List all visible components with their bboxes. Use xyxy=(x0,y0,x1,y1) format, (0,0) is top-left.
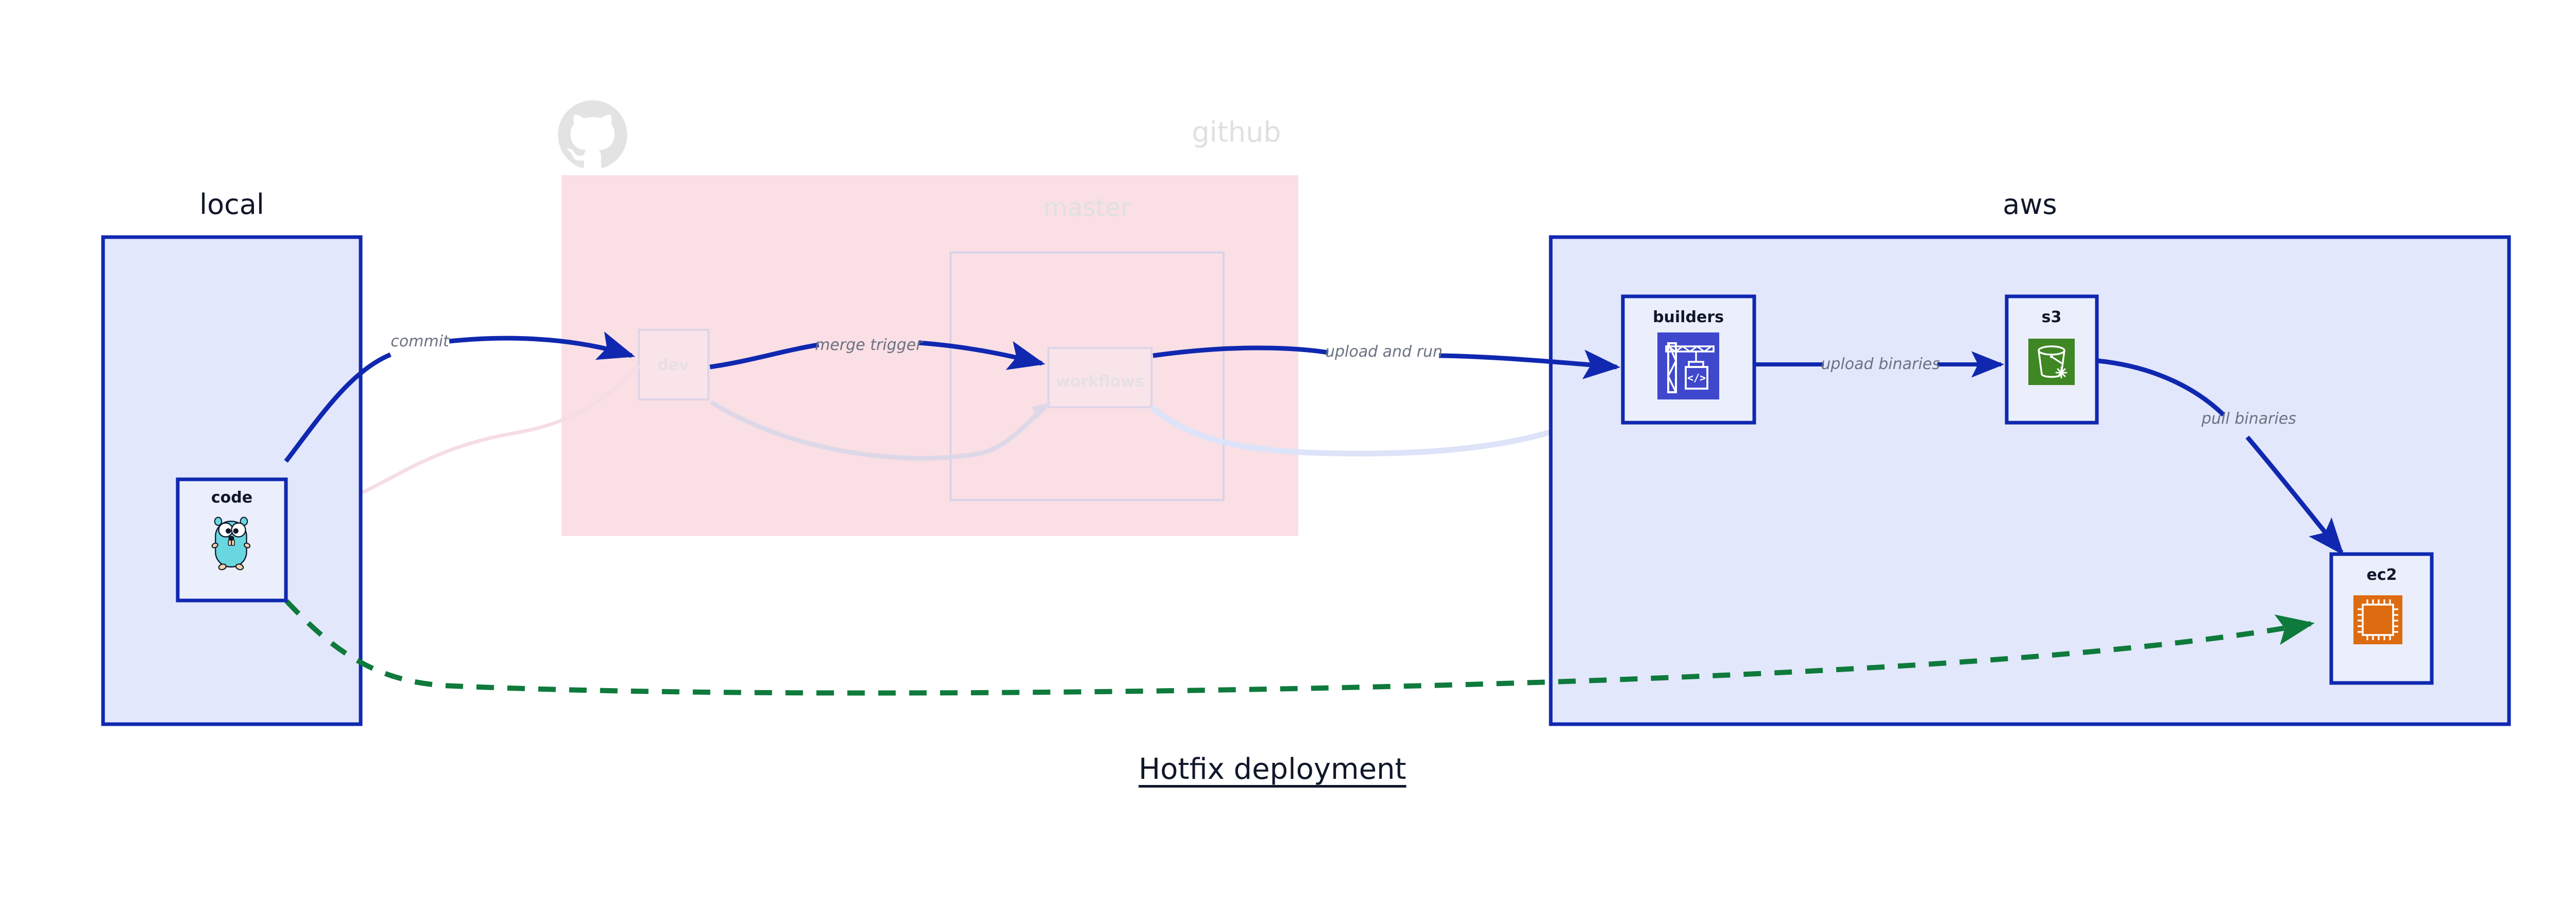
edge-merge-trigger-line-a xyxy=(709,342,819,370)
node-builders[interactable]: builders </> xyxy=(1621,294,1756,425)
go-gopher-icon xyxy=(211,516,251,571)
edge-hotfix-direct-line xyxy=(284,599,2315,696)
node-workflows-rect xyxy=(1047,347,1153,408)
edge-commit-label: commit xyxy=(391,332,450,350)
aws-builders-crane-icon: </> xyxy=(1657,332,1719,399)
edge-commit-line-b xyxy=(449,331,635,360)
edge-pull-binaries-line-a xyxy=(2097,358,2226,417)
node-ec2-rect[interactable] xyxy=(2329,552,2434,685)
group-title-master: master xyxy=(1043,193,1131,222)
edge-upload-and-run-line-b xyxy=(1438,349,1621,379)
edge-upload-and-run-label: upload and run xyxy=(1325,343,1443,361)
node-ec2-label: ec2 xyxy=(2366,566,2397,584)
edge-faded-dev-workflows-arrowhead xyxy=(1031,403,1051,419)
node-dev-label: dev xyxy=(657,356,689,374)
group-master-rect xyxy=(950,252,1225,501)
edge-upload-and-run-line-a xyxy=(1153,345,1329,358)
node-builders-label: builders xyxy=(1653,308,1724,326)
node-s3-rect[interactable] xyxy=(2005,294,2099,425)
group-title-github: github xyxy=(1192,116,1281,148)
node-ec2[interactable]: ec2 xyxy=(2329,552,2434,685)
group-title-aws: aws xyxy=(2003,188,2057,221)
diagram-title: Hotfix deployment xyxy=(1139,753,1406,786)
node-workflows-label: workflows xyxy=(1056,373,1144,391)
edge-merge-trigger-label: merge trigger xyxy=(815,336,923,354)
github-logo-icon xyxy=(558,100,628,168)
svg-text:</>: </> xyxy=(1687,372,1706,384)
aws-ec2-chip-icon xyxy=(2353,595,2402,644)
edge-pull-binaries-line-b xyxy=(2245,436,2344,556)
node-code[interactable]: code xyxy=(176,477,288,603)
node-s3-label: s3 xyxy=(2042,308,2062,326)
edge-merge-trigger-line-b xyxy=(918,340,1045,370)
edge-upload-binaries-label: upload binaries xyxy=(1821,355,1940,373)
group-title-local: local xyxy=(199,188,264,221)
edge-commit-line-a xyxy=(284,352,392,463)
node-s3[interactable]: s3 xyxy=(2005,294,2099,425)
aws-s3-bucket-icon xyxy=(2028,339,2075,385)
node-dev-rect xyxy=(638,329,709,400)
node-code-label: code xyxy=(211,489,252,507)
edge-faded-dev-workflows xyxy=(709,400,1047,461)
edge-pull-binaries-label: pull binaries xyxy=(2201,410,2296,428)
